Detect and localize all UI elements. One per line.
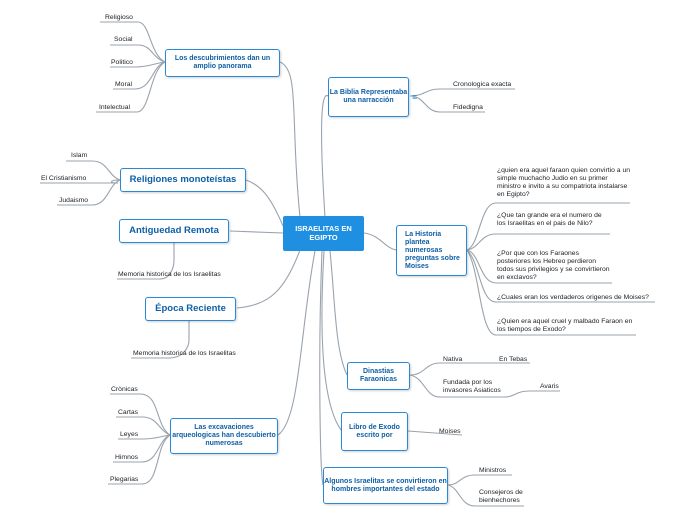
leaf-cronologica: Cronologica exacta [453, 81, 512, 88]
topic-excavaciones[interactable]: Las excavaciones arqueologicas han descu… [170, 418, 278, 454]
topic-dinastias-label: Dinastias Faraonicas [360, 368, 397, 383]
root-topic[interactable]: ISRAELITAS EN EGIPTO [283, 216, 364, 251]
leaf-religioso: Religioso [105, 14, 133, 21]
leaf-ministros: Ministros [479, 467, 507, 474]
leaf-en-tebas: En Tebas [499, 356, 528, 363]
topic-epoca-label: Época Reciente [155, 303, 226, 314]
topic-dinastias[interactable]: Dinastias Faraonicas [347, 362, 410, 390]
leaf-pregunta-5: ¿Quien era aquel cruel y malbado Faraon … [497, 318, 633, 333]
topic-biblia[interactable]: La Biblia Representaba una narracción [328, 77, 409, 117]
leaf-pregunta-2: ¿Que tan grande era el numero de los Isr… [497, 212, 602, 227]
leaf-pregunta-3: ¿Por que con los Faraones posteriores lo… [497, 250, 610, 281]
leaf-judaismo: Judaismo [59, 197, 89, 204]
topic-descubrimientos-label: Los descubrimientos dan un amplio panora… [174, 55, 271, 70]
leaf-memoria-reciente: Memoria historica de los Israelitas [133, 350, 236, 357]
topic-historia[interactable]: La Historia plantea numerosas preguntas … [396, 225, 467, 276]
leaf-leyes: Leyes [120, 431, 139, 438]
leaf-plegarias: Plegarias [110, 476, 139, 483]
root-topic-label: ISRAELITAS EN EGIPTO [295, 224, 352, 242]
leaf-pregunta-1: ¿quien era aquel faraon quien convirtio … [497, 167, 631, 198]
leaf-cristianismo: El Cristianismo [41, 175, 87, 182]
leaf-nativa: Nativa [443, 356, 463, 363]
topic-antiguedad-label: Antiguedad Remota [129, 225, 219, 236]
topic-exodo-label: Libro de Exodo escrito por [349, 423, 400, 439]
leaf-pregunta-4: ¿Cuales eran los verdaderos origenes de … [497, 294, 649, 301]
topic-epoca[interactable]: Época Reciente [145, 297, 236, 321]
leaf-himnos: Himnos [115, 454, 139, 461]
topic-antiguedad[interactable]: Antiguedad Remota [119, 219, 229, 243]
topic-israelitas-label: Algunos Israelitas se convirtieron en ho… [324, 477, 447, 493]
leaf-islam: Islam [71, 152, 88, 159]
leaf-avaris: Avaris [540, 383, 559, 390]
topic-historia-label: La Historia plantea numerosas preguntas … [405, 230, 460, 270]
leaf-cartas: Cartas [118, 409, 139, 416]
topic-religiones-label: Religiones monoteístas [129, 174, 237, 185]
leaf-moises: Moises [439, 428, 461, 435]
menu-lines-icon[interactable]: ≡ [412, 92, 418, 102]
leaf-intelectual: Intelectual [99, 104, 130, 111]
leaf-politico: Politico [111, 59, 133, 66]
leaf-social: Social [114, 36, 133, 43]
leaf-fundada: Fundada por los invasores Asiaticos [443, 379, 501, 394]
leaf-fidedigna: Fidedigna [453, 104, 483, 111]
topic-biblia-label: La Biblia Representaba una narracción [329, 89, 408, 104]
topic-religiones[interactable]: Religiones monoteístas [120, 168, 246, 192]
leaf-memoria-antigua: Memoria historica de los Israelitas [118, 271, 221, 278]
topic-descubrimientos[interactable]: Los descubrimientos dan un amplio panora… [165, 49, 280, 77]
topic-exodo[interactable]: Libro de Exodo escrito por [341, 412, 408, 451]
leaf-cronicas: Crònicas [111, 386, 138, 393]
topic-excavaciones-label: Las excavaciones arqueologicas han descu… [172, 424, 276, 447]
leaf-consejeros: Consejeros de bienhechores [479, 489, 523, 504]
leaf-moral: Moral [115, 81, 132, 88]
topic-israelitas[interactable]: Algunos Israelitas se convirtieron en ho… [323, 467, 448, 504]
